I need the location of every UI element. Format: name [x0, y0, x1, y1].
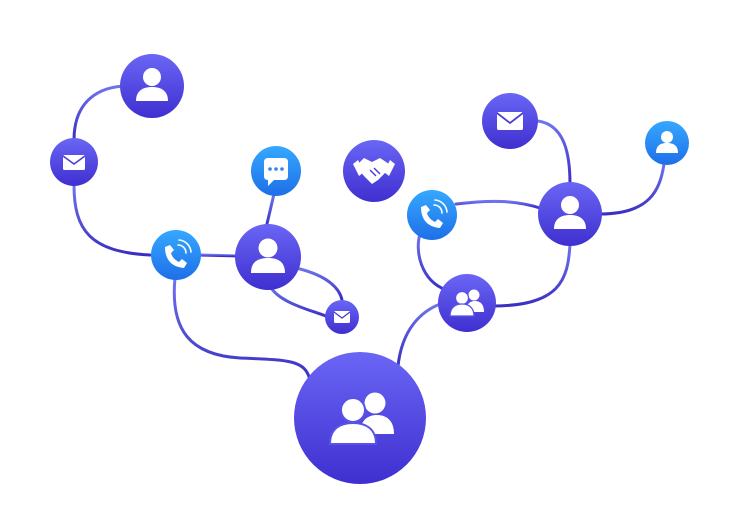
node-mail-right[interactable]: [482, 93, 538, 149]
edge-user-right-user-far-right: [598, 162, 666, 216]
edge-user-center-left-mail-small: [294, 266, 344, 302]
node-group-main[interactable]: [294, 352, 426, 484]
edges: [72, 84, 666, 382]
mail-icon: [62, 155, 86, 170]
edge-group-right-user-right: [490, 242, 572, 308]
user-icon: [251, 238, 285, 273]
node-chat[interactable]: [251, 146, 301, 196]
phone-icon: [421, 199, 448, 228]
edge-user-center-left-group-main: [268, 284, 332, 320]
edge-mail-left-phone-left: [72, 183, 152, 257]
edge-phone-left-group-main: [172, 276, 312, 382]
node-group-right[interactable]: [438, 274, 496, 332]
node-handshake[interactable]: [343, 140, 405, 202]
chat-icon: [264, 158, 288, 186]
edge-user-right-mail-right: [536, 119, 572, 186]
node-mail-small[interactable]: [325, 300, 359, 334]
edge-user-center-left-chat: [264, 192, 276, 230]
group-icon: [449, 289, 484, 317]
user-icon: [554, 196, 586, 229]
edge-user-top-left-mail-left: [72, 84, 130, 142]
node-phone-left[interactable]: [151, 230, 201, 280]
node-mail-left[interactable]: [50, 138, 98, 186]
edge-phone-left-user-center-left: [198, 253, 242, 258]
nodes: [50, 54, 689, 484]
node-user-right[interactable]: [538, 182, 602, 246]
edge-phone-right-user-right: [454, 199, 542, 210]
edge-group-main-group-right: [396, 302, 442, 368]
user-icon: [656, 131, 678, 153]
node-phone-right[interactable]: [407, 190, 457, 240]
node-user-far-right[interactable]: [645, 121, 689, 165]
edge-group-right-phone-right: [416, 232, 448, 292]
group-icon: [328, 392, 394, 445]
user-icon: [136, 68, 168, 101]
node-user-center-left[interactable]: [235, 224, 301, 290]
handshake-icon: [353, 158, 395, 184]
mail-icon: [496, 112, 524, 130]
mail-icon: [333, 311, 351, 323]
phone-icon: [165, 239, 192, 268]
node-user-top-left[interactable]: [120, 54, 184, 118]
